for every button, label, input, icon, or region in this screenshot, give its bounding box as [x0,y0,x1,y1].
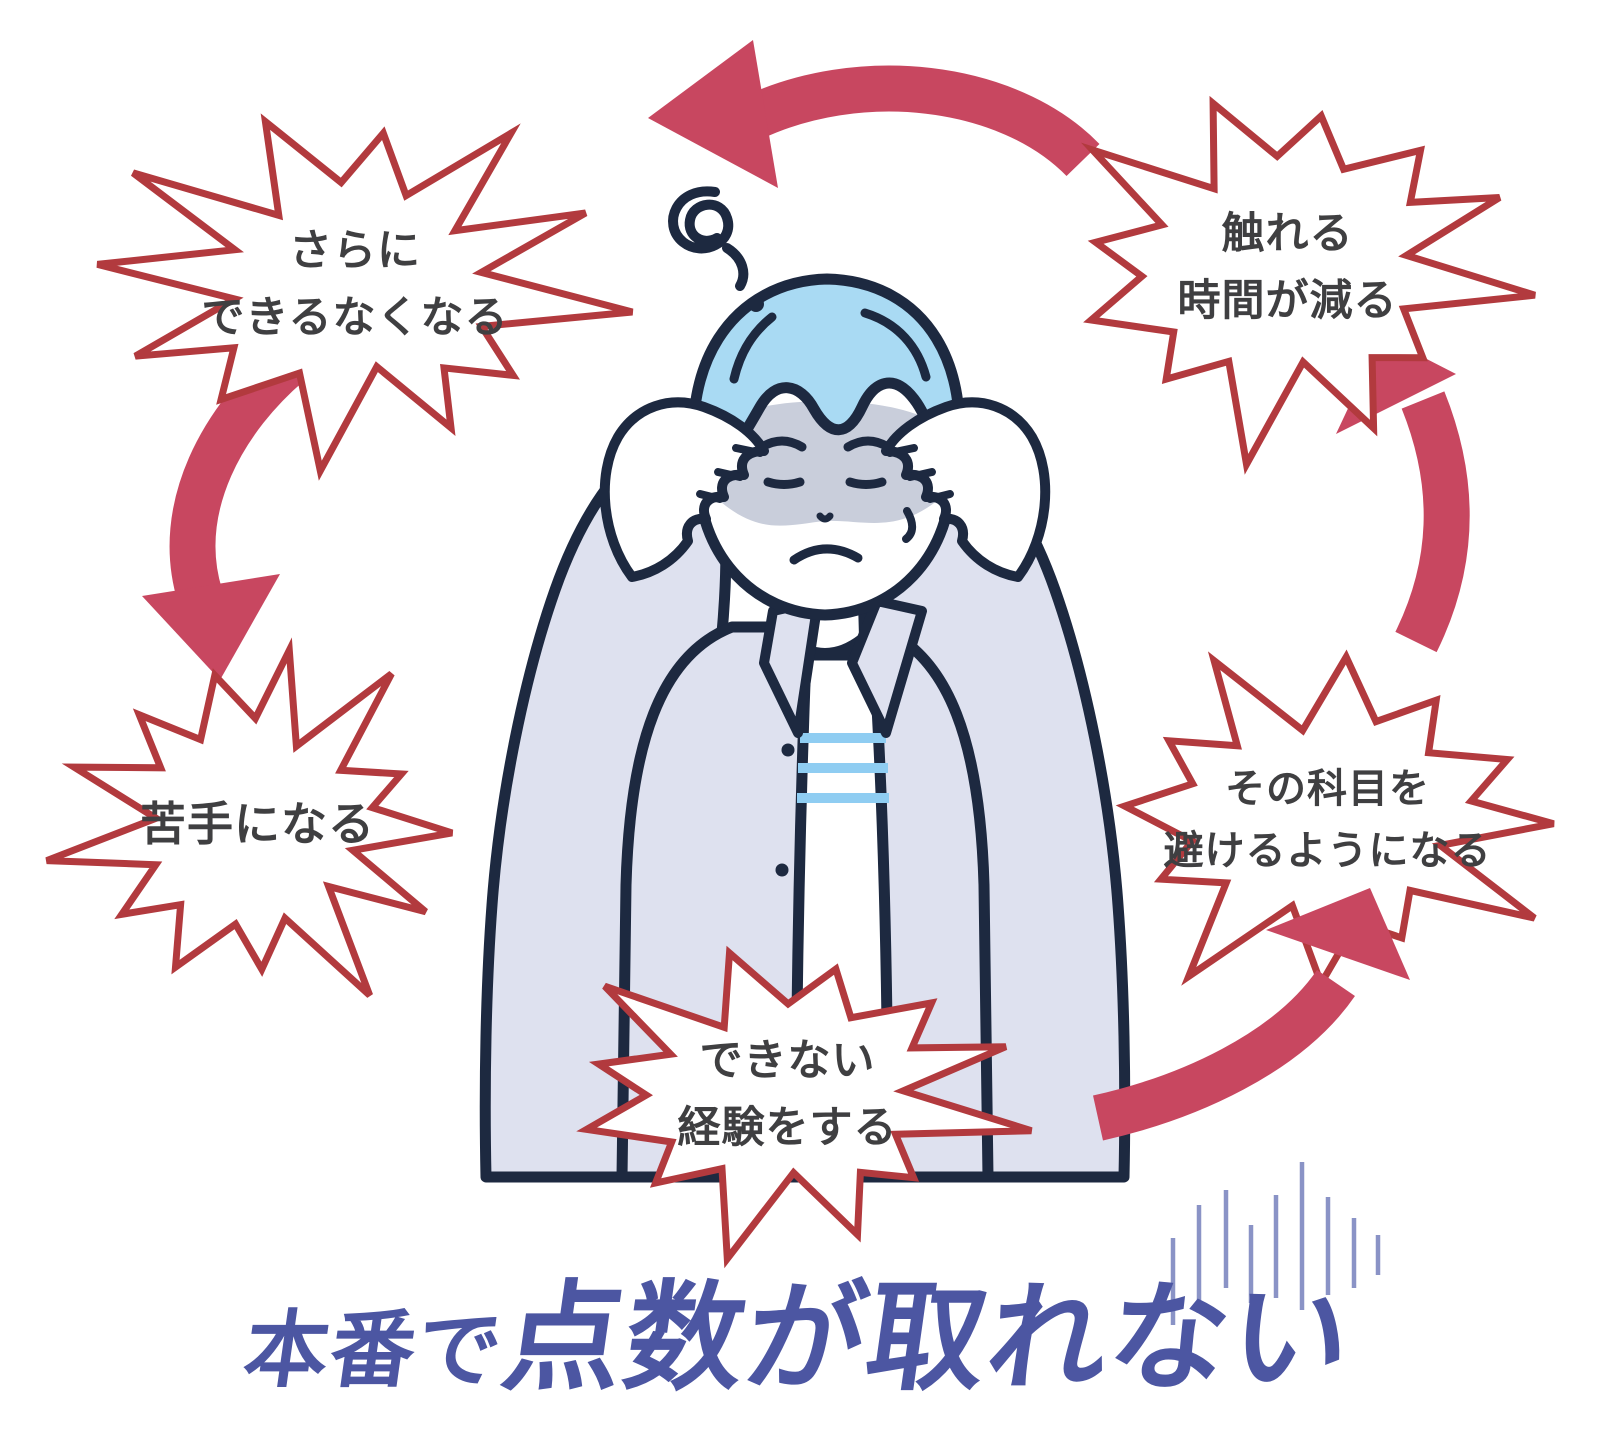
hand-left [599,397,769,582]
title-main: 点数が取れない [494,1270,1362,1408]
jacket-buttons [775,743,795,877]
burst-shape [576,945,1033,1269]
frown-mouth [789,544,863,565]
sweat-drop-icon [902,507,917,543]
eye-left [763,477,805,489]
cycle-arrow-top [648,40,1100,188]
bubble-avoid-subject: その科目を 避けるようになる [1055,615,1600,1025]
burst-shape [1081,95,1536,475]
nose [816,512,834,523]
bubble-text: できない 経験をする [510,910,1065,1280]
bubble-further-unable: さらに できるなくなる [60,75,650,495]
bubble-line: 触れる [1221,208,1354,259]
diagram-title: 本番で点数が取れない [0,1242,1601,1414]
hand-right [881,397,1051,582]
tshirt-stripes [797,733,889,803]
cycle-arrow-bottom-right [1092,888,1410,1141]
bubble-line: 時間が減る [1177,275,1398,326]
bubble-fail-experience: できない 経験をする [510,910,1065,1280]
bubble-less-time: 触れる 時間が減る [1010,50,1565,485]
bubble-text: さらに できるなくなる [60,75,650,495]
title-prefix: 本番で [238,1301,510,1399]
bubble-line: 避けるようになる [1163,828,1492,874]
bubble-line: 経験をする [677,1103,898,1153]
bubble-text: 触れる 時間が減る [1010,50,1565,485]
bubble-become-weak: 苦手になる [15,610,500,1040]
bubble-text: 苦手になる [15,610,500,1040]
hair-strands [729,308,931,384]
bubble-line: その科目を [1225,766,1430,812]
bubble-line: できない [699,1036,876,1087]
speed-lines-icon [1170,1162,1381,1325]
despair-shading [713,401,938,526]
bubble-line: さらに [289,226,421,277]
hands [599,397,1051,582]
burst-shape [1115,649,1555,992]
hair [687,273,965,513]
burst-shape [96,113,634,481]
burst-shape [45,637,454,998]
bubble-line: できるなくなる [201,293,509,343]
bubble-text: その科目を 避けるようになる [1055,615,1600,1025]
bubble-line: 苦手になる [140,797,375,852]
scribble-icon [668,186,764,312]
eye-right [845,477,887,489]
